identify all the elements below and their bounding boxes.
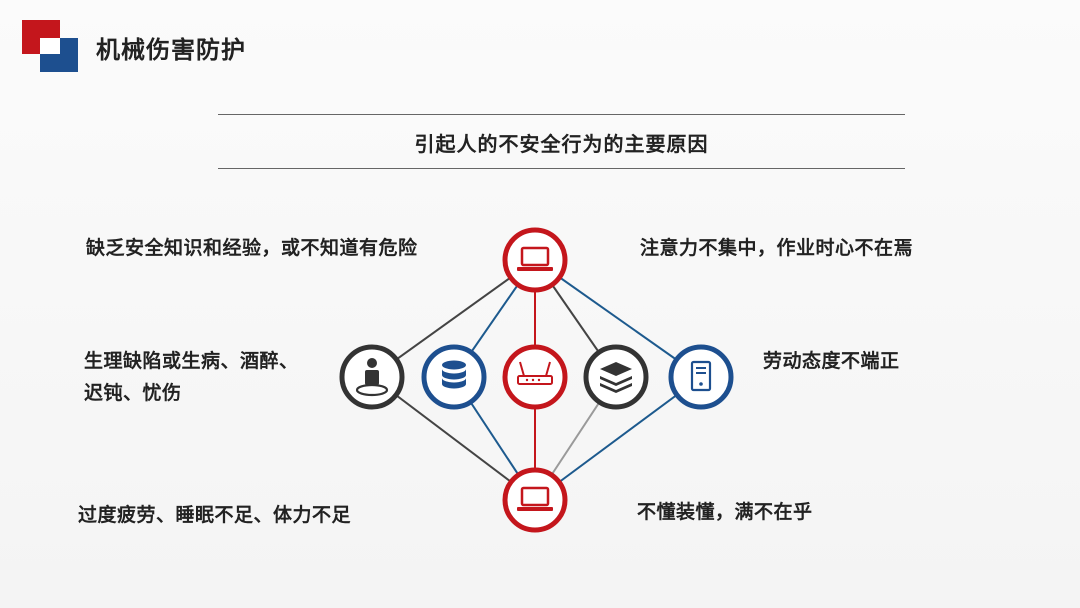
cause-middle-right: 劳动态度不端正 bbox=[763, 350, 900, 372]
laptop-icon bbox=[517, 246, 553, 271]
page-title: 机械伤害防护 bbox=[96, 36, 246, 64]
node-user bbox=[339, 344, 405, 410]
server-icon bbox=[690, 360, 712, 392]
heading-bottom-rule bbox=[218, 168, 905, 169]
line-top-to-server bbox=[534, 259, 702, 378]
database-icon bbox=[442, 360, 466, 389]
line-bottom-to-user bbox=[371, 376, 536, 501]
cause-bottom-right: 不懂装懂，满不在乎 bbox=[637, 501, 813, 523]
node-bottom bbox=[502, 467, 568, 533]
node-server bbox=[668, 344, 734, 410]
cause-bottom-left: 过度疲劳、睡眠不足、体力不足 bbox=[78, 504, 352, 526]
node-database bbox=[421, 344, 487, 410]
layers-icon bbox=[600, 362, 632, 393]
cause-middle-left-line2: 迟钝、忧伤 bbox=[84, 382, 182, 404]
laptop-icon bbox=[517, 486, 553, 511]
cause-top-left: 缺乏安全知识和经验，或不知道有危险 bbox=[86, 237, 418, 259]
node-top bbox=[502, 227, 568, 293]
heading-top-rule bbox=[218, 114, 905, 115]
router-icon bbox=[517, 361, 553, 385]
user-icon bbox=[355, 358, 389, 397]
logo-overlap bbox=[40, 38, 60, 54]
line-top-to-user bbox=[371, 259, 536, 378]
diagram-heading: 引起人的不安全行为的主要原因 bbox=[414, 132, 709, 156]
node-layers bbox=[583, 344, 649, 410]
node-router bbox=[502, 344, 568, 410]
line-bottom-to-server bbox=[534, 376, 702, 501]
cause-top-right: 注意力不集中，作业时心不在焉 bbox=[640, 237, 914, 259]
cause-middle-left-line1: 生理缺陷或生病、酒醉、 bbox=[84, 350, 299, 372]
